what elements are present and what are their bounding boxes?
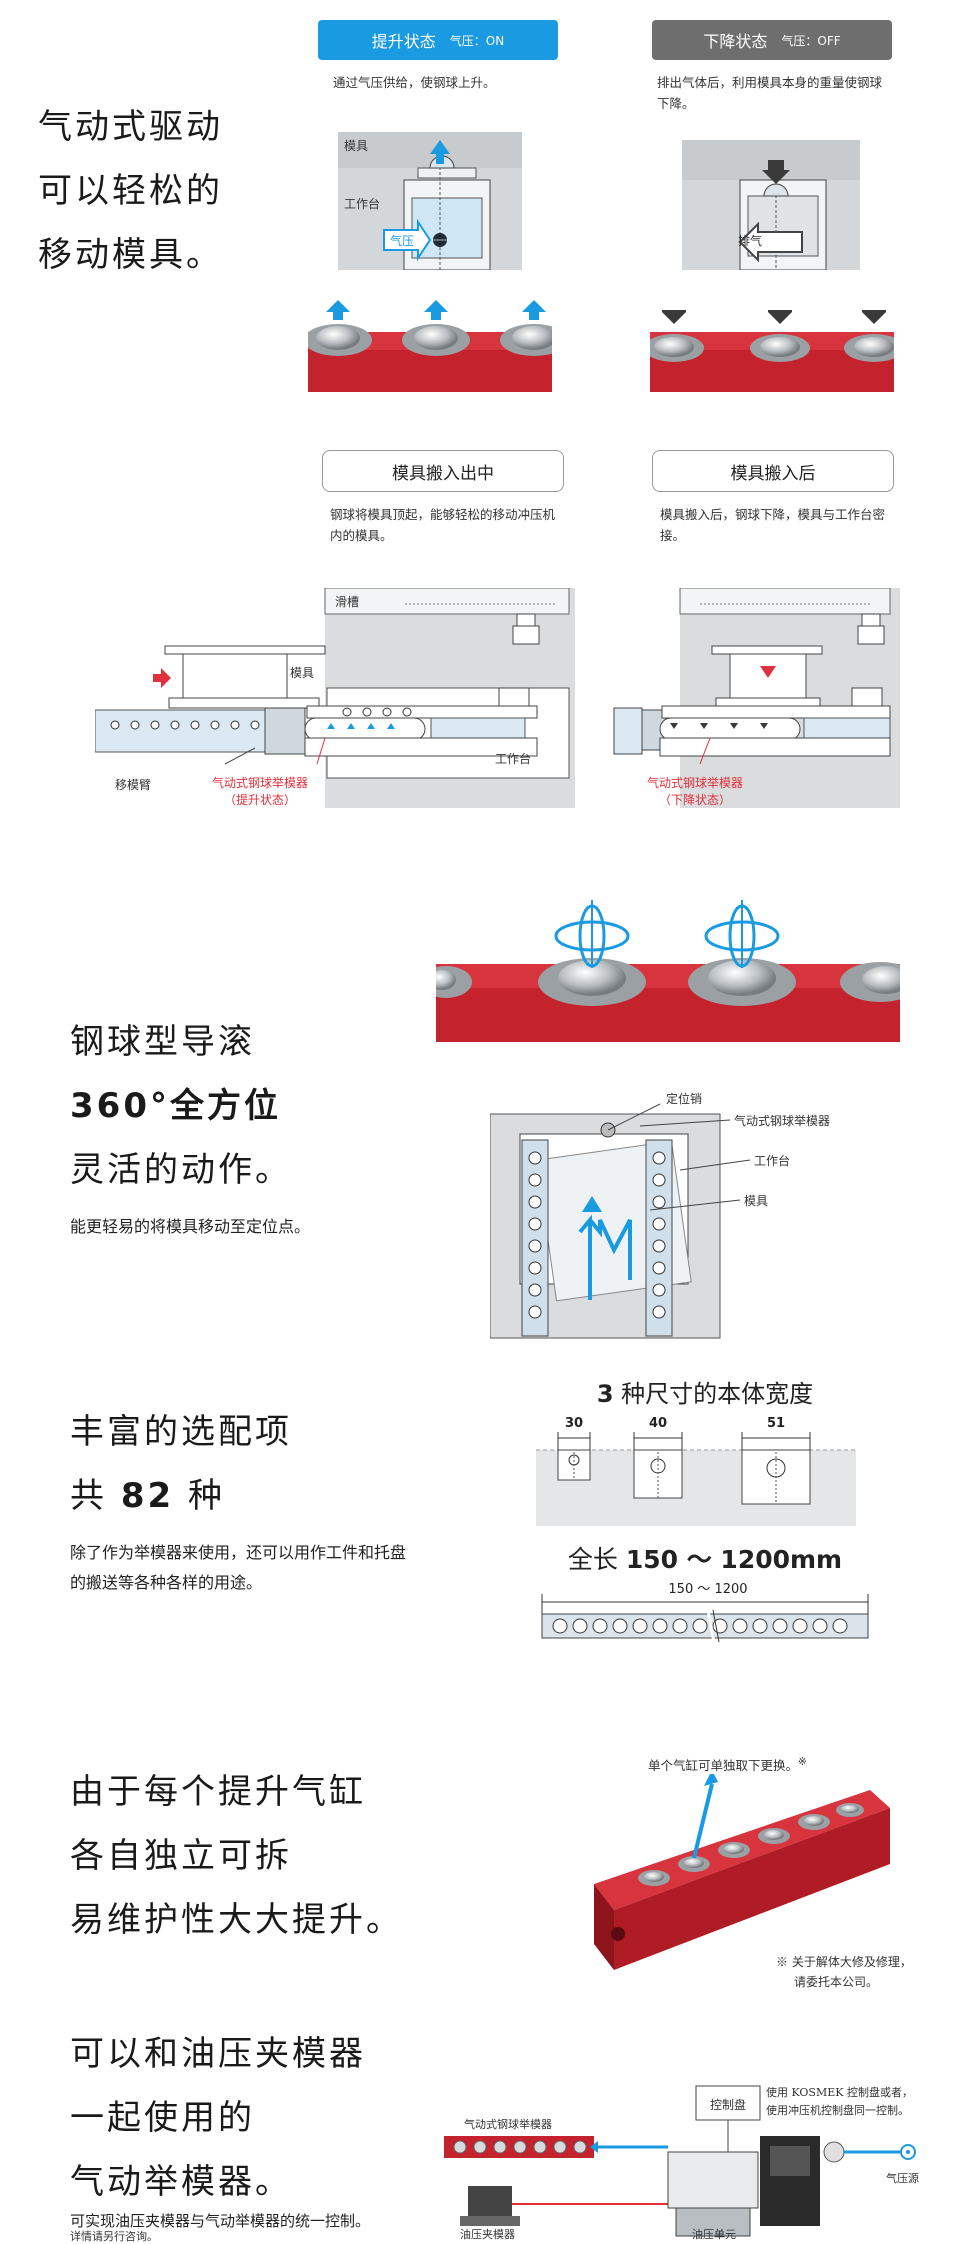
length-dim-label: 150 ～ 1200 (648, 1578, 768, 1597)
lower-cross-section-diagram: 排气 (682, 140, 860, 270)
length-title: 全长 150 ～ 1200mm (567, 1545, 843, 1574)
after-state-desc: 模具搬入后，钢球下降，模具与工作台密接。 (660, 507, 886, 543)
section1-heading: 气动式驱动 可以轻松的 移动模具。 (38, 107, 223, 275)
label-arm: 移模臂 (115, 778, 152, 792)
lower-state-badge: 下降状态 气压：OFF (652, 20, 892, 60)
positioning-diagram: 定位销 气动式钢球举模器 工作台 模具 (490, 1092, 890, 1340)
lift-state-desc: 通过气压供给，使钢球上升。 (333, 75, 496, 90)
lift-state-badge: 提升状态 气压：ON (318, 20, 558, 60)
after-press-diagram: 气动式钢球举模器 （下降状态） (600, 588, 900, 808)
label-table: 工作台 (344, 197, 381, 211)
air-source-label: 气压源 (886, 2172, 919, 2185)
moving-state-desc: 钢球将模具顶起，能够轻松的移动冲压机内的模具。 (330, 507, 556, 543)
width-30: 30 (564, 1416, 584, 1431)
section3-desc: 除了作为举模器来使用，还可以用作工件和托盘的搬送等各种各样的用途。 (70, 1543, 407, 1592)
label-die: 模具 (344, 139, 369, 153)
label-table-s2: 工作台 (754, 1154, 791, 1168)
widths-diagram: 30 40 51 (536, 1416, 856, 1526)
label-lifter-after: 气动式钢球举模器 （下降状态） (646, 776, 743, 807)
section2-heading: 钢球型导滚 360°全方位 灵活的动作。 (70, 1022, 292, 1190)
section3-heading: 丰富的选配项 共 82 种 (70, 1412, 292, 1516)
label-lifter-s2: 气动式钢球举模器 (734, 1114, 831, 1128)
label-pin: 定位销 (666, 1092, 703, 1106)
label-air: 气压 (390, 234, 415, 248)
label-table-moving: 工作台 (495, 752, 532, 766)
lift-cross-section-diagram: 模具 工作台 气压 (338, 132, 522, 270)
panel-label: 控制盘 (709, 2098, 746, 2112)
widths-title: 3 种尺寸的本体宽度 (596, 1380, 814, 1408)
section4-note: ※ 关于解体大修及修理， 请委托本公司。 (776, 1955, 912, 1989)
control-system-diagram: 控制盘 使用 KOSMEK 控制盘或者， 使用冲压机控制盘同一控制。 气动式钢球… (430, 2066, 950, 2241)
unit-label: 油压单元 (692, 2228, 736, 2241)
panel-desc: 使用 KOSMEK 控制盘或者， 使用冲压机控制盘同一控制。 (766, 2086, 913, 2117)
label-exhaust: 排气 (738, 234, 763, 248)
moving-press-diagram: 滑槽 模具 工作台 移模臂 气动式钢球举模器 （提升状态） (95, 588, 575, 808)
label-slide: 滑槽 (335, 595, 360, 609)
lift-bar-illustration (308, 296, 552, 398)
section5-heading: 可以和油压夹模器 一起使用的 气动举模器。 (70, 2034, 366, 2202)
section2-desc: 能更轻易的将模具移动至定位点。 (70, 1217, 311, 1236)
moving-state-tag: 模具搬入出中 (322, 450, 564, 492)
label-lifter-moving: 气动式钢球举模器 （提升状态） (211, 776, 308, 807)
width-40: 40 (648, 1416, 668, 1431)
section4-callout: 单个气缸可单独取下更换。※ (648, 1756, 807, 1774)
lower-state-desc: 排出气体后，利用模具本身的重量使钢球下降。 (657, 75, 883, 111)
width-51: 51 (766, 1416, 786, 1431)
label-die-moving: 模具 (290, 666, 315, 680)
ball-bar-360-illustration (436, 900, 900, 1046)
lifter-label-s5: 气动式钢球举模器 (464, 2118, 552, 2131)
section4-heading: 由于每个提升气缸 各自独立可拆 易维护性大大提升。 (70, 1772, 403, 1940)
clamp-label: 油压夹模器 (460, 2228, 515, 2241)
label-die-s2: 模具 (744, 1194, 769, 1208)
length-diagram: 150 ～ 1200 (538, 1578, 872, 1644)
section5-desc: 可实现油压夹模器与气动举模器的统一控制。 (70, 2212, 371, 2230)
section5-note: 详情请另行咨询。 (70, 2230, 158, 2243)
lower-bar-illustration (650, 306, 894, 398)
after-state-tag: 模具搬入后 (652, 450, 894, 492)
cylinder-bar-illustration (584, 1774, 894, 1974)
